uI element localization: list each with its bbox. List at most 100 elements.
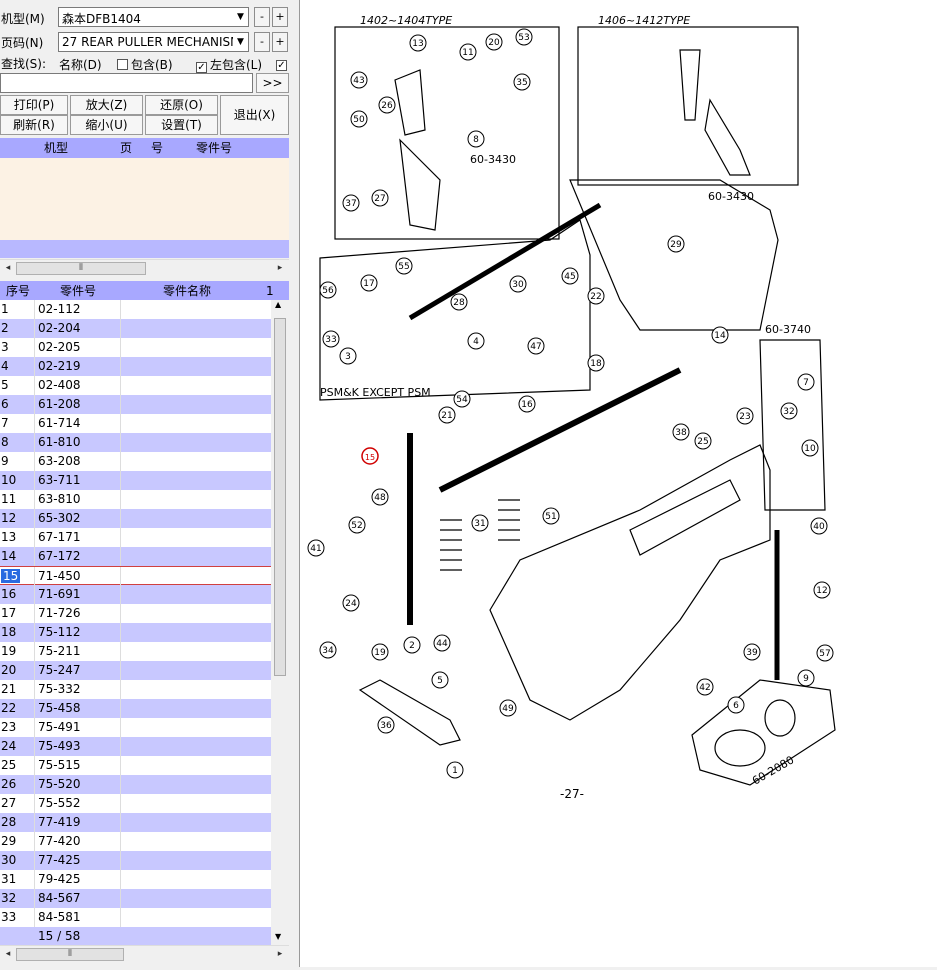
callout-19[interactable]: 19 — [371, 643, 389, 661]
callout-20[interactable]: 20 — [485, 33, 503, 51]
callout-13[interactable]: 13 — [409, 34, 427, 52]
column-header[interactable]: 序号 — [6, 284, 31, 298]
callout-29[interactable]: 29 — [667, 235, 685, 253]
callout-6[interactable]: 6 — [727, 696, 745, 714]
callout-4[interactable]: 4 — [467, 332, 485, 350]
callout-24[interactable]: 24 — [342, 594, 360, 612]
left-contains-checkbox[interactable]: ✓左包含(L) — [196, 56, 262, 73]
callout-5[interactable]: 5 — [431, 671, 449, 689]
search-results-grid[interactable]: 机型 页 号 零件号 — [0, 138, 289, 258]
search-go-button[interactable]: >> — [256, 73, 289, 93]
zoom-out-button[interactable]: 缩小(U) — [70, 115, 143, 135]
scroll-thumb[interactable]: ⦀ — [16, 948, 124, 961]
page-minus-button[interactable]: - — [254, 32, 270, 52]
page-select[interactable]: 27 REAR PULLER MECHANISM ▼ — [58, 32, 249, 52]
model-select[interactable]: 森本DFB1404 ▼ — [58, 7, 249, 27]
contains-checkbox[interactable]: 包含(B) — [117, 56, 173, 73]
callout-51[interactable]: 51 — [542, 507, 560, 525]
callout-55[interactable]: 55 — [395, 257, 413, 275]
callout-52[interactable]: 52 — [348, 516, 366, 534]
callout-53[interactable]: 53 — [515, 28, 533, 46]
callout-16[interactable]: 16 — [518, 395, 536, 413]
print-button[interactable]: 打印(P) — [0, 95, 68, 115]
settings-button[interactable]: 设置(T) — [145, 115, 218, 135]
chevron-down-icon[interactable]: ▼ — [233, 33, 248, 51]
callout-42[interactable]: 42 — [696, 678, 714, 696]
callout-39[interactable]: 39 — [743, 643, 761, 661]
callout-49[interactable]: 49 — [499, 699, 517, 717]
callout-1[interactable]: 1 — [446, 761, 464, 779]
callout-22[interactable]: 22 — [587, 287, 605, 305]
callout-32[interactable]: 32 — [780, 402, 798, 420]
callout-30[interactable]: 30 — [509, 275, 527, 293]
callout-34[interactable]: 34 — [319, 641, 337, 659]
callout-3[interactable]: 3 — [339, 347, 357, 365]
vertical-scrollbar[interactable]: ▲ ▼ — [271, 300, 289, 945]
column-header[interactable]: 机型 — [44, 141, 69, 155]
callout-31[interactable]: 31 — [471, 514, 489, 532]
page-plus-button[interactable]: + — [272, 32, 288, 52]
column-header[interactable]: 零件名称 — [163, 284, 212, 298]
checkmark-icon[interactable]: ✓ — [276, 60, 287, 71]
callout-47[interactable]: 47 — [527, 337, 545, 355]
callout-56[interactable]: 56 — [319, 281, 337, 299]
callout-8[interactable]: 8 — [467, 130, 485, 148]
search-input[interactable] — [0, 73, 253, 93]
callout-45[interactable]: 45 — [561, 267, 579, 285]
callout-21[interactable]: 21 — [438, 406, 456, 424]
scroll-left-icon[interactable]: ◂ — [5, 949, 11, 959]
callout-41[interactable]: 41 — [307, 539, 325, 557]
callout-12[interactable]: 12 — [813, 581, 831, 599]
callout-14[interactable]: 14 — [711, 326, 729, 344]
callout-57[interactable]: 57 — [816, 644, 834, 662]
callout-9[interactable]: 9 — [797, 669, 815, 687]
column-header[interactable]: 零件号 — [60, 284, 97, 298]
model-plus-button[interactable]: + — [272, 7, 288, 27]
callout-2[interactable]: 2 — [403, 636, 421, 654]
checkbox-icon[interactable] — [117, 59, 128, 70]
exit-button[interactable]: 退出(X) — [220, 95, 289, 135]
callout-10[interactable]: 10 — [801, 439, 819, 457]
scroll-right-icon[interactable]: ▸ — [277, 263, 283, 273]
chevron-down-icon[interactable]: ▼ — [233, 8, 248, 26]
callout-35[interactable]: 35 — [513, 73, 531, 91]
horizontal-scrollbar[interactable]: ◂ ⦀ ▸ — [0, 259, 289, 276]
column-header[interactable]: 号 — [151, 141, 164, 155]
callout-28[interactable]: 28 — [450, 293, 468, 311]
callout-40[interactable]: 40 — [810, 517, 828, 535]
scroll-up-icon[interactable]: ▲ — [275, 300, 282, 309]
callout-43[interactable]: 43 — [350, 71, 368, 89]
callout-26[interactable]: 26 — [378, 96, 396, 114]
